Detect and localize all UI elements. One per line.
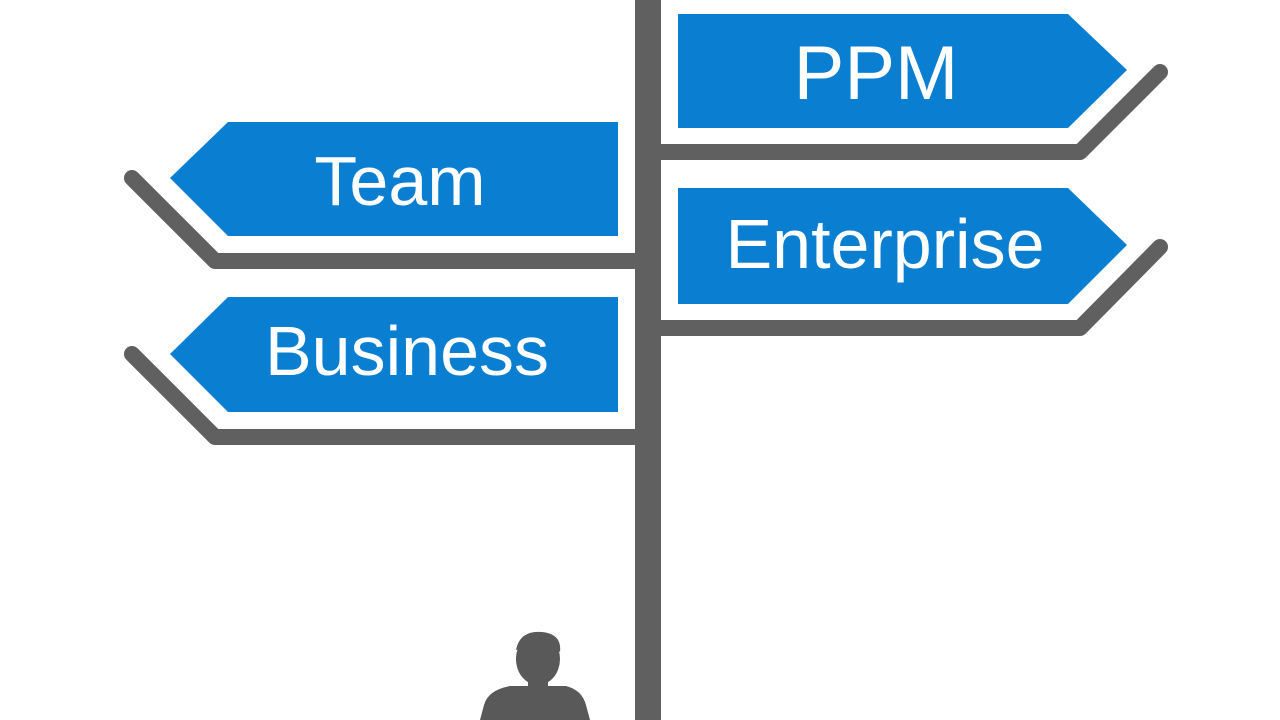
sign-enterprise: Enterprise — [653, 188, 1168, 336]
sign-ppm-label: PPM — [794, 31, 959, 116]
sign-ppm: PPM — [653, 14, 1168, 160]
sign-ppm-board — [678, 14, 1127, 128]
sign-enterprise-bracket — [653, 239, 1168, 336]
sign-business: Business — [124, 297, 643, 445]
sign-business-board — [170, 297, 618, 412]
sign-ppm-bracket — [653, 64, 1168, 160]
signpost-pole — [635, 0, 661, 720]
sign-team-label: Team — [314, 142, 485, 220]
sign-enterprise-label: Enterprise — [725, 205, 1044, 283]
sign-team-board — [170, 122, 618, 236]
person-silhouette-icon — [480, 631, 590, 720]
sign-team: Team — [124, 122, 643, 269]
sign-business-label: Business — [265, 312, 549, 390]
sign-team-bracket — [124, 170, 643, 269]
sign-business-bracket — [124, 346, 643, 445]
sign-enterprise-board — [678, 188, 1127, 304]
